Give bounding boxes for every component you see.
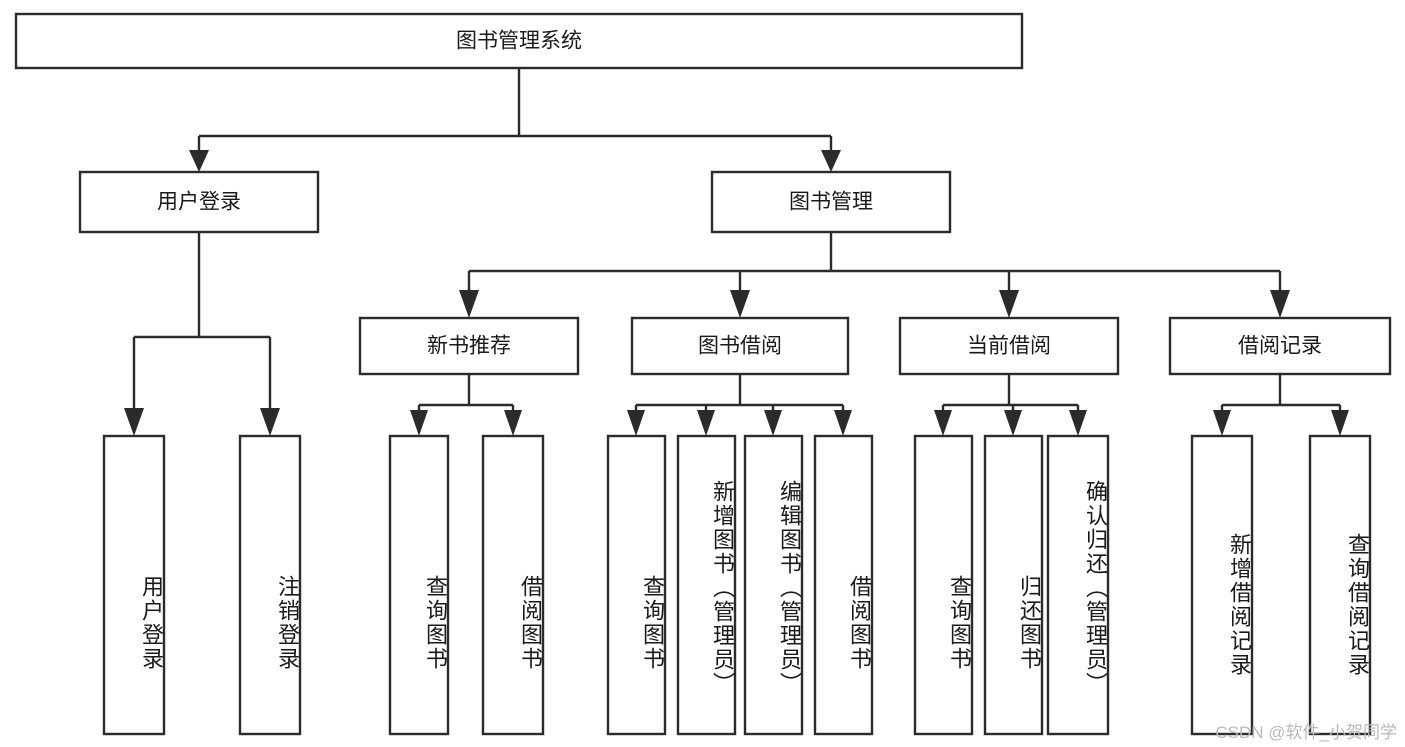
connector-group-userlogin bbox=[124, 232, 280, 436]
connector-group-root bbox=[189, 68, 841, 172]
node-boxes-layer bbox=[14, 12, 1392, 736]
arrow-head-icon bbox=[627, 410, 645, 436]
arrow-head-icon bbox=[260, 408, 280, 436]
arrow-head-icon bbox=[764, 410, 782, 436]
arrow-head-icon bbox=[1213, 410, 1231, 436]
arrow-head-icon bbox=[934, 410, 952, 436]
leaf-node-box[interactable] bbox=[102, 434, 166, 736]
connector-group-newbook bbox=[410, 374, 522, 436]
level2-node-label: 用户登录 bbox=[157, 191, 241, 214]
connector-group-current bbox=[934, 374, 1087, 436]
arrow-head-icon bbox=[1004, 410, 1022, 436]
arrow-head-icon bbox=[834, 410, 852, 436]
arrow-head-icon bbox=[124, 408, 144, 436]
arrow-head-icon bbox=[189, 150, 209, 172]
level3-node-label: 借阅记录 bbox=[1238, 335, 1322, 358]
leaf-node-box[interactable] bbox=[606, 434, 667, 736]
root-node-label: 图书管理系统 bbox=[456, 30, 582, 53]
leaf-node-box[interactable] bbox=[1046, 434, 1110, 736]
arrow-head-icon bbox=[1069, 410, 1087, 436]
connector-group-borrow bbox=[627, 374, 852, 436]
arrow-head-icon bbox=[821, 150, 841, 172]
leaf-node-box[interactable] bbox=[1308, 434, 1372, 736]
leaf-node-box[interactable] bbox=[743, 434, 804, 736]
level3-node-label: 图书借阅 bbox=[698, 335, 782, 358]
level3-node-label: 新书推荐 bbox=[427, 335, 511, 358]
leaf-node-box[interactable] bbox=[481, 434, 545, 736]
leaf-node-box[interactable] bbox=[913, 434, 974, 736]
arrow-head-icon bbox=[1331, 410, 1349, 436]
level3-node-box[interactable] bbox=[630, 316, 850, 376]
connector-group-records bbox=[1213, 374, 1349, 436]
leaf-node-box[interactable] bbox=[388, 434, 450, 736]
arrow-head-icon bbox=[730, 290, 750, 318]
level2-node-label: 图书管理 bbox=[789, 191, 873, 214]
leaf-node-box[interactable] bbox=[983, 434, 1044, 736]
arrow-head-icon bbox=[1270, 290, 1290, 318]
watermark-text: CSDN @软件_小贺同学 bbox=[1215, 723, 1397, 742]
level3-node-label: 当前借阅 bbox=[967, 335, 1051, 358]
root-node-box[interactable] bbox=[14, 12, 1024, 70]
level3-node-box[interactable] bbox=[358, 316, 580, 376]
arrow-head-icon bbox=[999, 290, 1019, 318]
arrow-head-icon bbox=[410, 410, 428, 436]
arrow-head-icon bbox=[697, 410, 715, 436]
leaf-node-box[interactable] bbox=[238, 434, 302, 736]
level2-node-box[interactable] bbox=[710, 170, 952, 234]
arrow-head-icon bbox=[504, 410, 522, 436]
level2-node-box[interactable] bbox=[78, 170, 320, 234]
leaf-node-box[interactable] bbox=[676, 434, 737, 736]
connector-group-bookmgmt bbox=[459, 232, 1290, 318]
leaf-node-box[interactable] bbox=[813, 434, 874, 736]
level3-node-box[interactable] bbox=[898, 316, 1120, 376]
level3-node-box[interactable] bbox=[1168, 316, 1392, 376]
arrow-head-icon bbox=[459, 290, 479, 318]
leaf-node-box[interactable] bbox=[1190, 434, 1254, 736]
